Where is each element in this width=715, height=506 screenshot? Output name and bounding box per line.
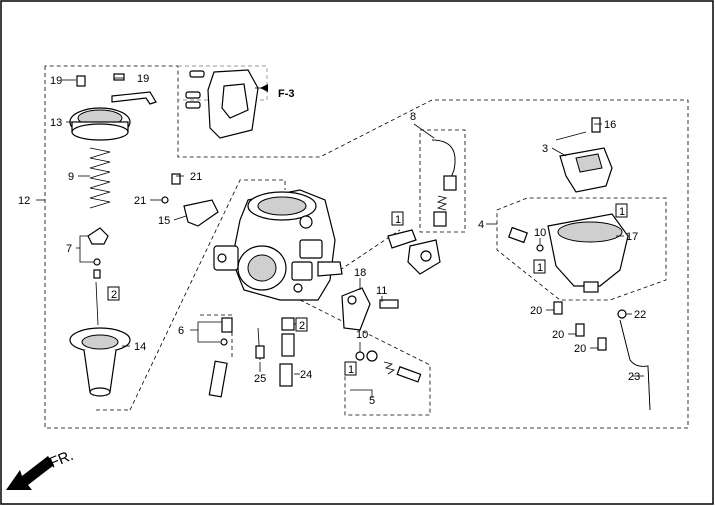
- float-and-pin: [555, 117, 613, 193]
- callout-21a: 21: [190, 171, 202, 183]
- callout-1c: 1: [619, 206, 625, 218]
- cable-bracket: [161, 173, 219, 227]
- float-bowl-box: [496, 197, 667, 301]
- callout-6: 6: [178, 325, 184, 337]
- needle-clip: [87, 227, 109, 326]
- f3-boundary: [178, 65, 268, 101]
- callout-9: 9: [68, 171, 74, 183]
- spring: [89, 147, 111, 209]
- leader-lines: [36, 77, 644, 398]
- callout-16: 16: [604, 119, 616, 131]
- callout-10a: 10: [534, 227, 546, 239]
- assembly-boundary: [44, 65, 689, 429]
- callout-23: 23: [628, 371, 640, 383]
- callout-box-1a: [391, 211, 404, 226]
- top-cap-assembly: [69, 73, 157, 141]
- float-bowl: [508, 213, 629, 293]
- callout-22: 22: [634, 309, 646, 321]
- ref-f3: F-3: [278, 88, 295, 100]
- callout-2a: 2: [111, 289, 117, 301]
- bowl-screws: [553, 301, 627, 351]
- callout-11: 11: [376, 285, 387, 297]
- callout-20c: 20: [574, 343, 586, 355]
- callout-2b: 2: [299, 320, 305, 332]
- choke-plunger: [431, 139, 457, 227]
- callout-8: 8: [410, 111, 416, 123]
- callout-1d: 1: [348, 364, 354, 376]
- f3-parts: F-3: [185, 69, 295, 139]
- callout-1b: 1: [537, 262, 543, 274]
- callout-18: 18: [354, 267, 366, 279]
- callout-19b: 19: [137, 73, 149, 85]
- idle-screw-box: [299, 299, 431, 416]
- jets-and-needle: [208, 317, 295, 398]
- callout-12: 12: [18, 195, 30, 207]
- callout-24: 24: [300, 369, 312, 381]
- callout-5: 5: [369, 395, 375, 407]
- direction-label: FR.: [47, 447, 76, 472]
- link-line-1: [339, 229, 401, 271]
- slide-group-line: [129, 179, 286, 411]
- callout-14: 14: [134, 341, 146, 353]
- choke-box: [419, 129, 466, 233]
- callout-box-1d: [344, 361, 357, 376]
- callout-17: 17: [626, 231, 638, 243]
- callout-1a: 1: [395, 214, 401, 226]
- callout-21b: 21: [134, 195, 146, 207]
- jet-group-line: [200, 314, 233, 360]
- cap-and-bolt: [341, 287, 399, 331]
- callout-20a: 20: [530, 305, 542, 317]
- choke-linkage: [387, 229, 441, 275]
- front-direction-arrow: FR.: [6, 447, 76, 490]
- callout-box-2a: [107, 286, 120, 301]
- throttle-slide: [69, 327, 131, 397]
- callout-10b: 10: [356, 329, 368, 341]
- callout-3: 3: [542, 143, 548, 155]
- callout-labels: 19 19 13 9 12 7 2 14 21 21 15 8 3 16 1 4…: [18, 73, 646, 407]
- callout-7: 7: [66, 243, 72, 255]
- callout-19a: 19: [50, 75, 62, 87]
- callout-20b: 20: [552, 329, 564, 341]
- carburetor-body: [213, 189, 343, 301]
- drain-hose: [619, 319, 651, 411]
- callout-4: 4: [478, 219, 484, 231]
- callout-15: 15: [158, 215, 170, 227]
- idle-screw: [355, 350, 422, 383]
- callout-box-2b: [295, 317, 308, 332]
- callout-box-1c: [615, 203, 628, 218]
- callout-25: 25: [254, 373, 266, 385]
- callout-box-1b: [533, 259, 546, 274]
- callout-13: 13: [50, 117, 62, 129]
